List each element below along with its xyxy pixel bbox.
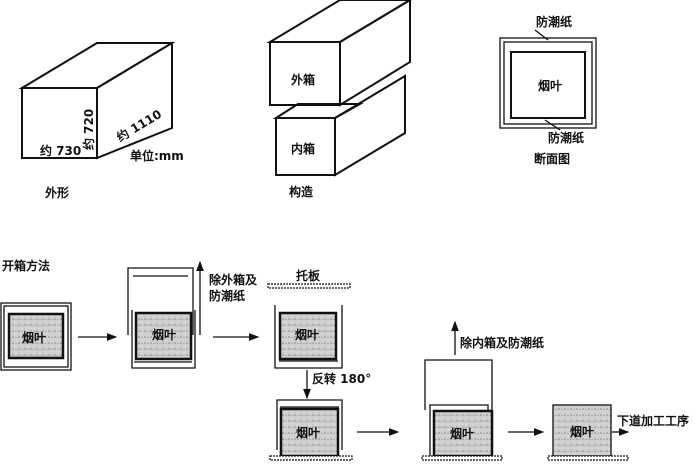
dim-width: 约 730 <box>40 143 81 158</box>
section-content-label: 烟叶 <box>538 78 562 93</box>
flip-label: 反转 180° <box>312 371 371 386</box>
content-label-1: 烟叶 <box>22 330 46 345</box>
exterior-box <box>18 41 176 160</box>
pallet-label: 托板 <box>296 268 321 283</box>
pallet-final <box>547 455 629 461</box>
pallet <box>267 283 351 289</box>
paper-label-top: 防潮纸 <box>536 14 572 29</box>
remove-outer-label-2: 防潮纸 <box>209 288 245 303</box>
paper-label-bottom: 防潮纸 <box>548 130 584 145</box>
box-step3 <box>274 305 343 369</box>
outer-box-drawing <box>266 0 412 107</box>
content-label-2: 烟叶 <box>152 327 176 342</box>
box-step2 <box>127 260 204 369</box>
content-label-4: 烟叶 <box>296 425 320 440</box>
exterior-caption: 外形 <box>45 185 69 200</box>
pallet-step5 <box>421 455 503 461</box>
outer-box-label: 外箱 <box>291 72 315 87</box>
dim-height: 约 720 <box>81 109 96 150</box>
leaf-block-final <box>552 404 612 457</box>
section-drawing <box>499 29 597 131</box>
unit-label: 单位:mm <box>130 148 184 163</box>
pallet-bottom <box>269 455 353 461</box>
box-step5 <box>424 359 494 458</box>
structure-caption: 构造 <box>289 184 314 199</box>
next-process-label: 下道加工工序 <box>617 413 689 428</box>
inner-box-label: 内箱 <box>291 141 315 156</box>
section-caption: 断面图 <box>534 151 570 166</box>
inner-box-drawing <box>272 74 406 177</box>
remove-outer-label-1: 除外箱及 <box>209 272 258 287</box>
content-label-6: 烟叶 <box>570 424 594 439</box>
remove-inner-label: 除内箱及防潮纸 <box>460 335 544 350</box>
opening-title: 开箱方法 <box>2 258 50 273</box>
dim-length: 约 1110 <box>114 106 164 144</box>
box-step1 <box>0 302 72 371</box>
content-label-3: 烟叶 <box>295 327 319 342</box>
content-label-5: 烟叶 <box>450 426 474 441</box>
